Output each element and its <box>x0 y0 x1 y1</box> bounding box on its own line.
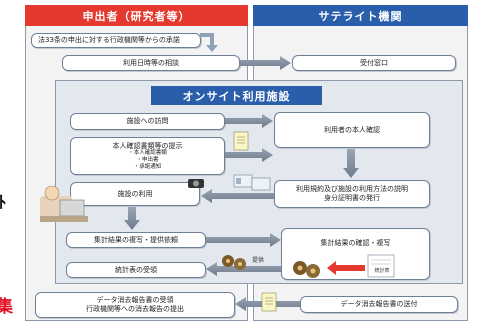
red-arrow-icon <box>327 261 365 275</box>
camera-icon <box>188 179 204 188</box>
aggregate-check-box: 集計結果の確認・複写 <box>281 228 430 280</box>
deletion-report-line-2: 行政機関等への消去報告の提出 <box>86 305 184 313</box>
rules-explanation-line-2: 身分証明書の発行 <box>324 194 380 202</box>
consultation-box: 利用日時等の相談 <box>62 55 240 71</box>
rules-explanation-box: 利用規約及び施設の利用方法の説明 身分証明書の発行 <box>274 180 430 208</box>
identity-check-box: 利用者の本人確認 <box>274 112 430 148</box>
disk-media-icon <box>222 255 246 270</box>
arrow-provide-to-receipt <box>206 262 281 276</box>
id-documents-box: 本人確認書類等の提示 ・本人確認書類 ・申出書 ・承諾通知 <box>70 137 225 175</box>
onsite-facility-header: オンサイト利用施設 <box>151 86 322 105</box>
aggregate-copy-request-box: 集計結果の複写・提供依頼 <box>66 232 206 248</box>
deletion-report-line-1: データ消去報告書の受領 <box>96 296 174 305</box>
arrow-consult-to-reception <box>240 56 291 70</box>
applicant-header: 申出者（研究者等） <box>25 5 248 26</box>
person-at-computer-illustration <box>40 185 88 222</box>
provide-label: 提供 <box>252 257 265 264</box>
id-card-icon <box>233 174 271 191</box>
deletion-report-send-box: データ消去報告書の送付 <box>300 296 458 313</box>
rules-explanation-line-1: 利用規約及び施設の利用方法の説明 <box>296 185 408 194</box>
deletion-report-receipt-box: データ消去報告書の受領 行政機関等への消去報告の提出 <box>35 292 235 318</box>
arrow-check-down <box>343 149 359 178</box>
document-icon <box>233 131 249 151</box>
stats-receipt-box: 統計表の受領 <box>66 262 206 278</box>
id-documents-title: 本人確認書類等の提示 <box>112 141 183 150</box>
arrow-use-down <box>124 207 140 230</box>
arrow-request-to-check <box>206 233 281 247</box>
visit-box: 施設への訪問 <box>70 113 225 130</box>
arrow-visit-to-check <box>225 114 273 128</box>
id-documents-item-1: ・本人確認書類 <box>128 150 167 157</box>
aggregate-check-label: 集計結果の確認・複写 <box>320 239 391 247</box>
reception-box: 受付窓口 <box>292 55 456 71</box>
approval-box: 法33条の申出に対する行政機関等からの承諾 <box>31 33 201 48</box>
id-documents-item-3: ・承諾通知 <box>133 163 162 170</box>
stats-sheet-label: 統計表 <box>374 268 390 274</box>
satellite-header: サテライト機関 <box>253 5 468 26</box>
aggregate-media-icon <box>293 261 320 278</box>
bent-arrow-approval <box>200 33 218 52</box>
clipped-edge-text-2: 集 <box>0 297 13 317</box>
arrow-docs-to-check <box>225 148 273 162</box>
arrow-rules-to-use <box>201 189 274 203</box>
id-documents-item-2: ・申出書 <box>136 157 159 164</box>
stats-sheet-icon <box>367 254 395 278</box>
document-icon-bottom <box>261 292 277 312</box>
clipped-edge-text-1: ﾄ <box>0 193 7 213</box>
facility-use-box: 施設の利用 <box>70 182 200 206</box>
